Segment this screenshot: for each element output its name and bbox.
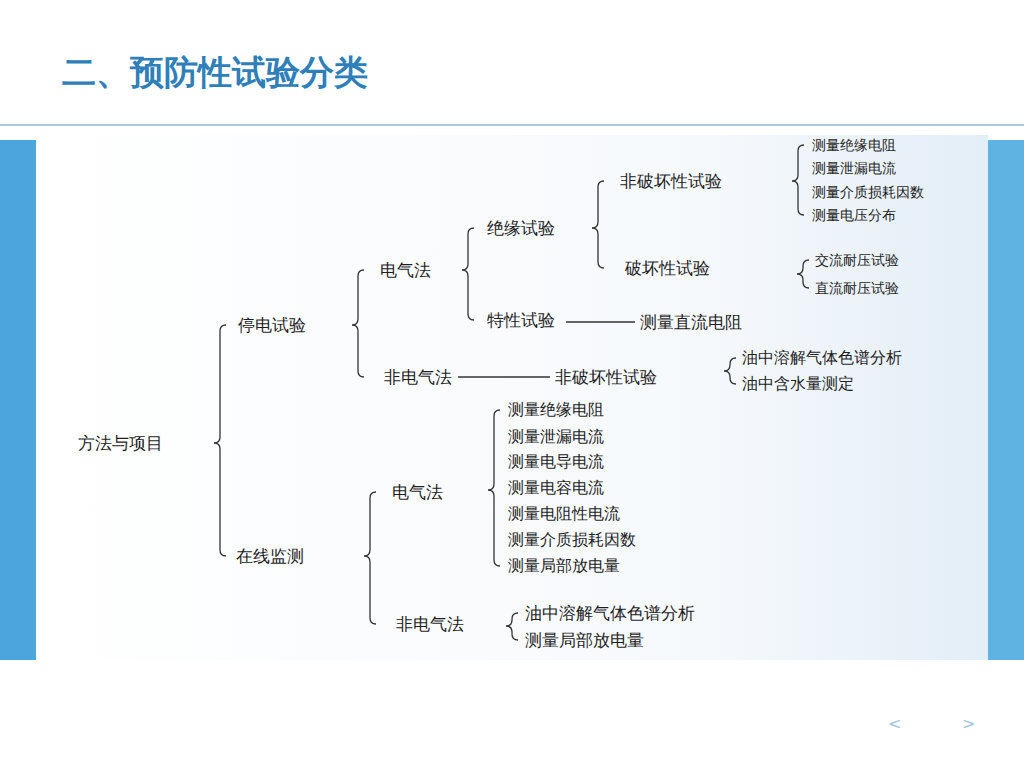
nav-arrow: < [888,714,901,733]
tree-label: 绝缘试验 [487,218,555,238]
tree-label: 方法与项目 [78,433,163,453]
tree-label: 非破坏性试验 [620,171,722,191]
tree-label: 测量电阻性电流 [508,504,620,523]
dash-link [566,321,635,323]
title-rule [0,124,1024,126]
bracket-layer [214,145,809,640]
tree-label: 非破坏性试验 [555,367,657,387]
tree-label: 测量介质损耗因数 [508,530,636,549]
curly-bracket [797,260,809,288]
side-bar [988,140,1024,660]
slide-title: 二、预防性试验分类 [62,52,368,93]
tree-label: 停电试验 [238,315,306,335]
tree-label: 在线监测 [236,546,304,566]
curly-bracket [724,358,736,384]
tree-label: 测量电压分布 [812,207,896,224]
curly-bracket [462,228,474,320]
diagram-panel [45,135,988,660]
tree-label: 测量绝缘电阻 [508,400,604,419]
side-bar [0,140,36,660]
tree-label: 油中溶解气体色谱分析 [525,603,695,623]
tree-label: 特性试验 [487,310,555,330]
tree-label: 油中溶解气体色谱分析 [742,348,902,367]
tree-label: 直流耐压试验 [815,280,899,297]
tree-label: 电气法 [380,260,431,280]
curly-bracket [364,492,376,624]
nav-arrow: > [962,714,975,733]
tree-label: 测量泄漏电流 [508,427,604,446]
curly-bracket [792,145,804,215]
tree-label: 测量绝缘电阻 [812,137,896,154]
tree-label: 测量泄漏电流 [812,160,896,177]
tree-label: 测量电导电流 [508,452,604,471]
curly-bracket [506,613,518,640]
tree-label: 油中含水量测定 [742,374,854,393]
curly-bracket [592,181,604,268]
tree-label: 非电气法 [384,367,452,387]
curly-bracket [352,270,364,377]
tree-label: 非电气法 [396,614,464,634]
tree-label: 交流耐压试验 [815,252,899,269]
tree-label: 电气法 [392,482,443,502]
dash-link [458,376,550,378]
curly-bracket [488,410,500,566]
tree-label: 测量局部放电量 [508,556,620,575]
tree-label: 测量介质损耗因数 [812,184,924,201]
tree-label: 破坏性试验 [625,258,710,278]
tree-label: 测量电容电流 [508,478,604,497]
tree-label: 测量局部放电量 [525,630,644,650]
tree-label: 测量直流电阻 [640,312,742,332]
curly-bracket [214,325,226,556]
